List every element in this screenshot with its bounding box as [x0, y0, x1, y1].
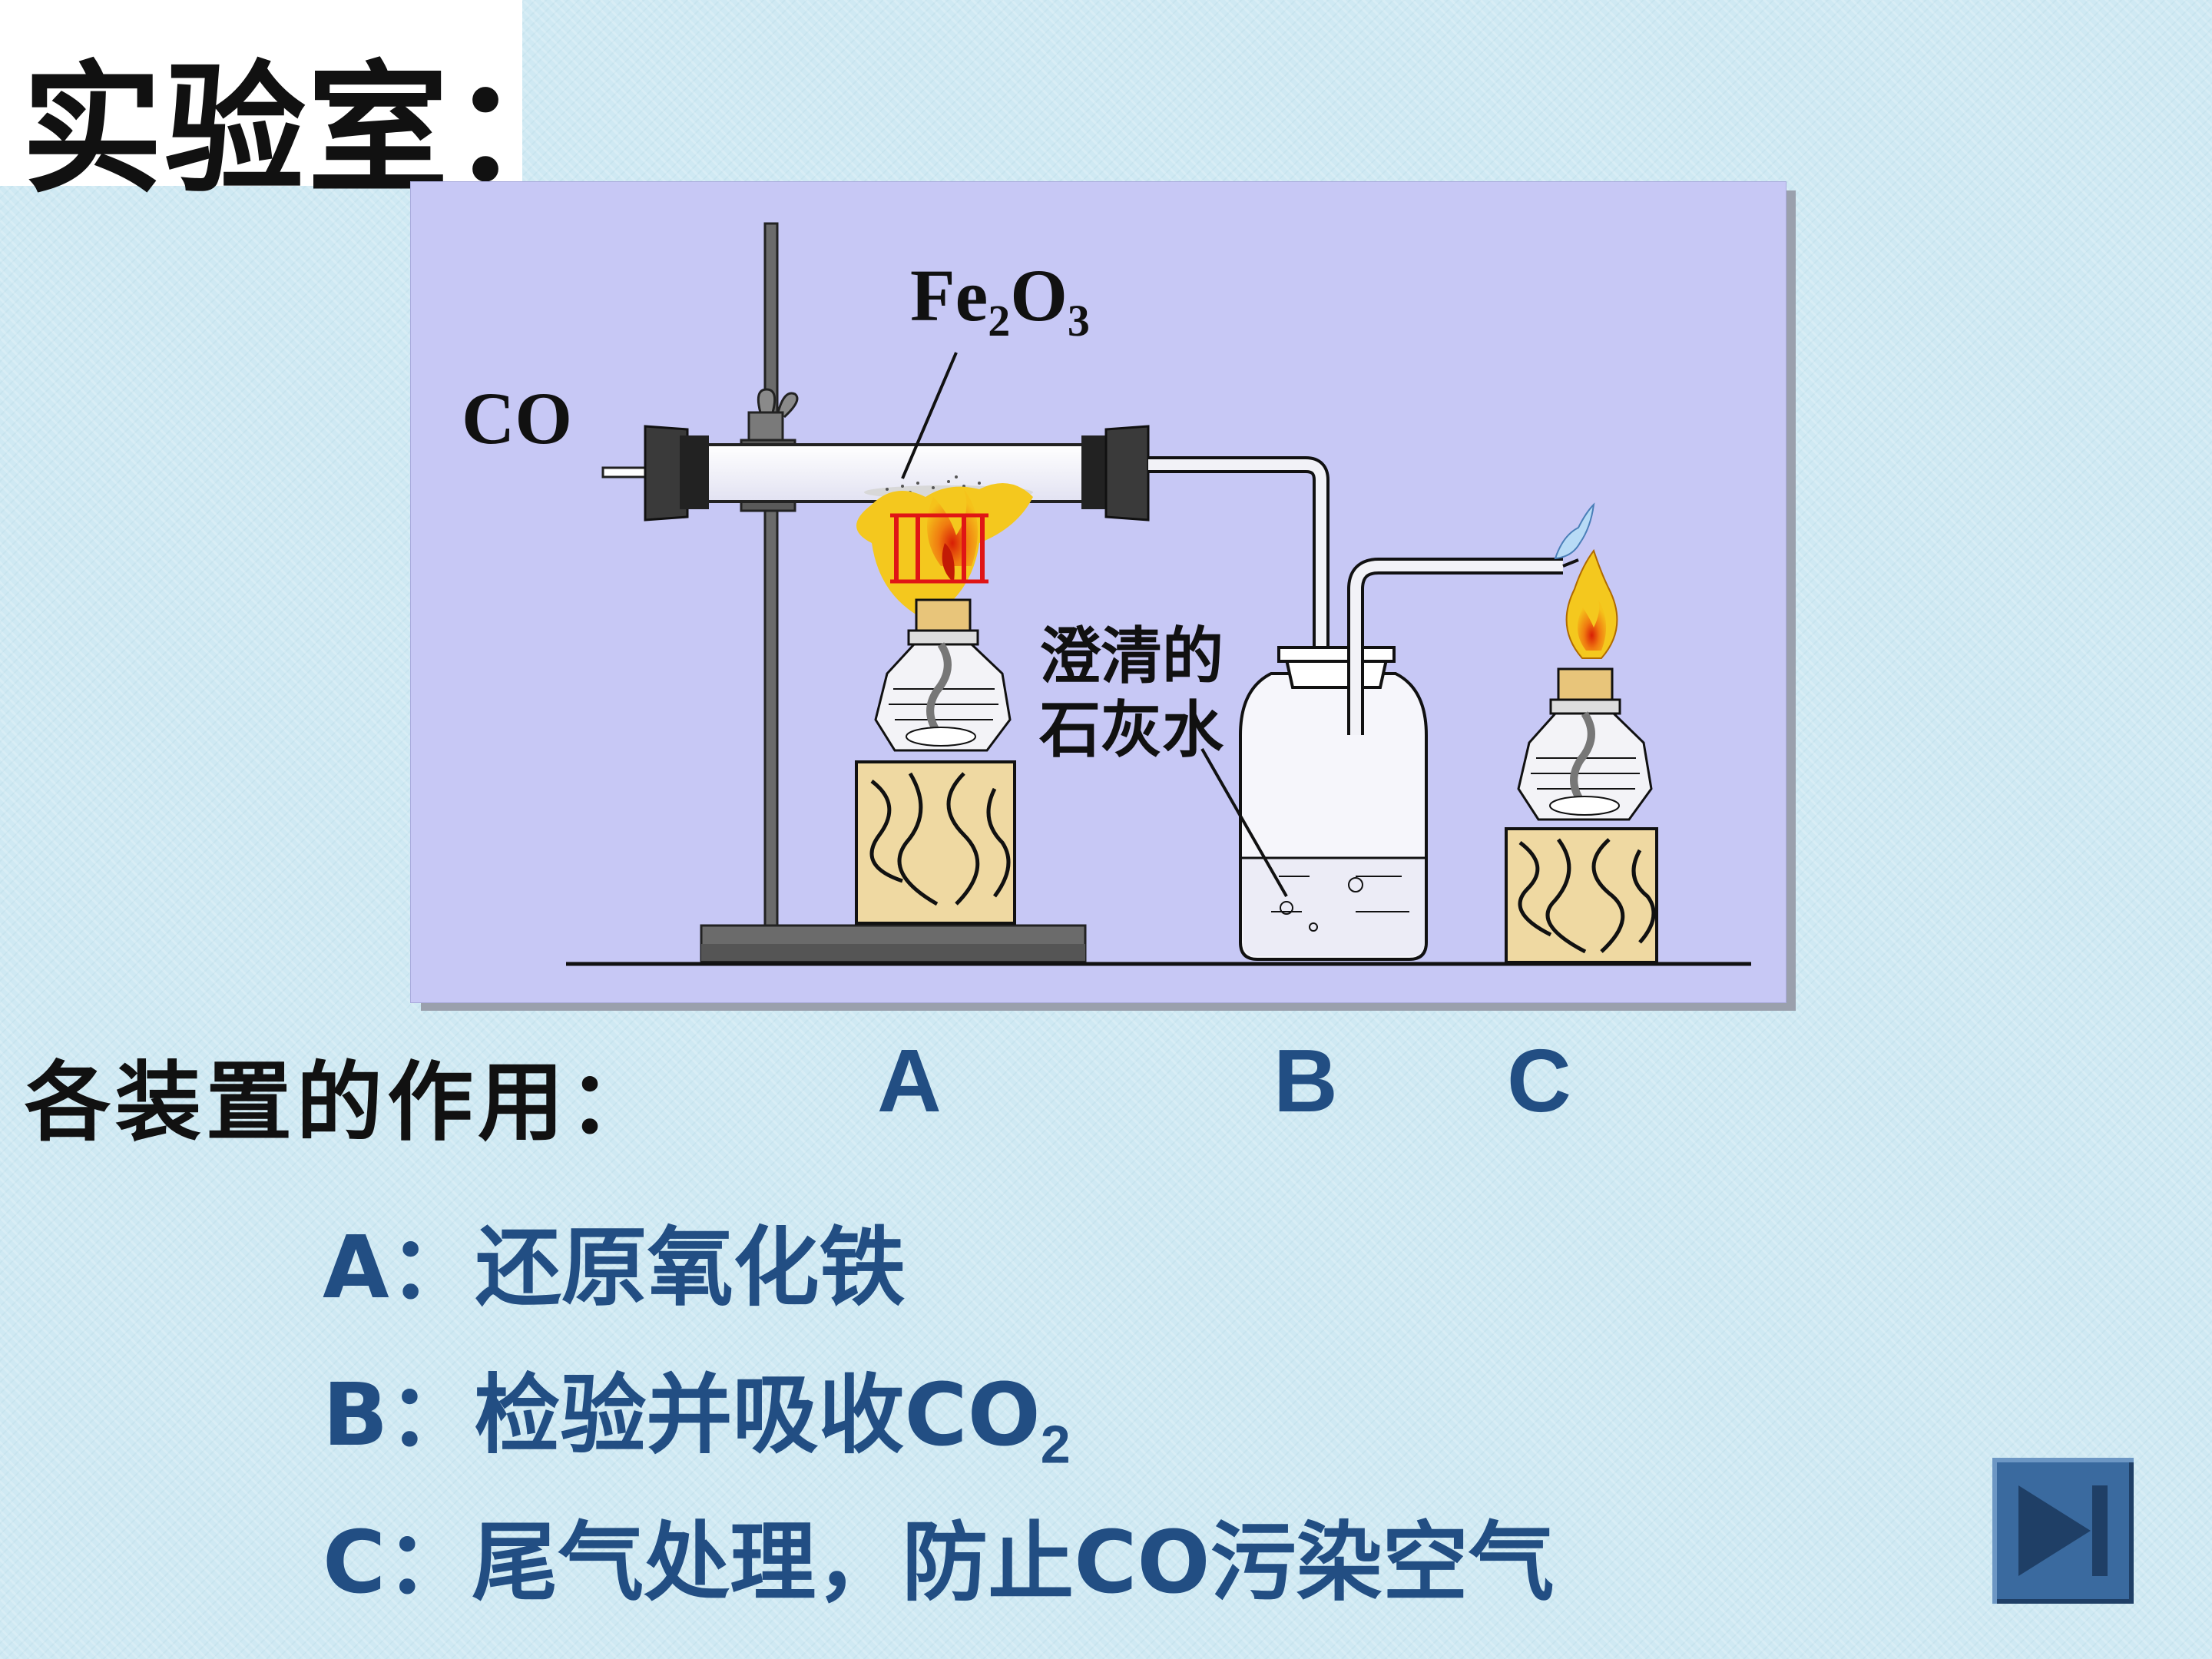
wood-block-a: [855, 760, 1016, 925]
title-box: 实验室：: [0, 0, 591, 213]
role-a: A：还原氧化铁: [323, 1198, 906, 1323]
next-button[interactable]: [1992, 1458, 2134, 1604]
fe2o3-sub-3: 3: [1067, 296, 1090, 346]
role-c-text: 尾气处理，防止CO污染空气: [472, 1513, 1555, 1613]
limewater-label-line1: 澄清的: [1039, 621, 1224, 692]
alcohol-lamp-c: [1517, 667, 1653, 821]
blue-flame: [1554, 502, 1595, 560]
device-letter-b: B: [1273, 1031, 1338, 1131]
role-b: B：检验并吸收CO2: [323, 1346, 1071, 1475]
roles-title: 各装置的作用：: [25, 1052, 659, 1153]
device-letter-c: C: [1507, 1031, 1571, 1131]
left-stopper: [644, 425, 709, 522]
role-b-text: 检验并吸收CO: [474, 1366, 1041, 1465]
limewater-label-line2: 石灰水: [1039, 694, 1224, 766]
apparatus-diagram: Fe2O3 CO 澄清的 石灰水: [410, 181, 1786, 1003]
wood-block-c: [1505, 827, 1658, 964]
fe2o3-sub-2: 2: [988, 296, 1011, 346]
role-b-prefix: B：: [323, 1366, 475, 1465]
limewater-pointer: [1200, 748, 1288, 897]
flame-a: [856, 483, 1033, 620]
gas-bottle-b: [1239, 646, 1428, 961]
flame-c: [1565, 548, 1618, 659]
apparatus-drawing: [566, 222, 1751, 966]
role-c: C：尾气处理，防止CO污染空气: [323, 1493, 1555, 1618]
fe2o3-label: Fe2O3: [910, 254, 1090, 346]
role-c-prefix: C：: [323, 1513, 472, 1613]
fe2o3-pointer: [901, 352, 958, 479]
alcohol-lamp-a: [874, 598, 1012, 752]
role-a-text: 还原氧化铁: [475, 1218, 906, 1318]
iron-stand: [700, 222, 1087, 962]
role-b-sub: 2: [1040, 1414, 1071, 1475]
device-letter-a: A: [877, 1031, 942, 1131]
next-icon: [2018, 1485, 2108, 1576]
co-label: CO: [462, 377, 572, 459]
right-stopper: [1081, 425, 1150, 522]
role-a-prefix: A：: [323, 1218, 475, 1318]
